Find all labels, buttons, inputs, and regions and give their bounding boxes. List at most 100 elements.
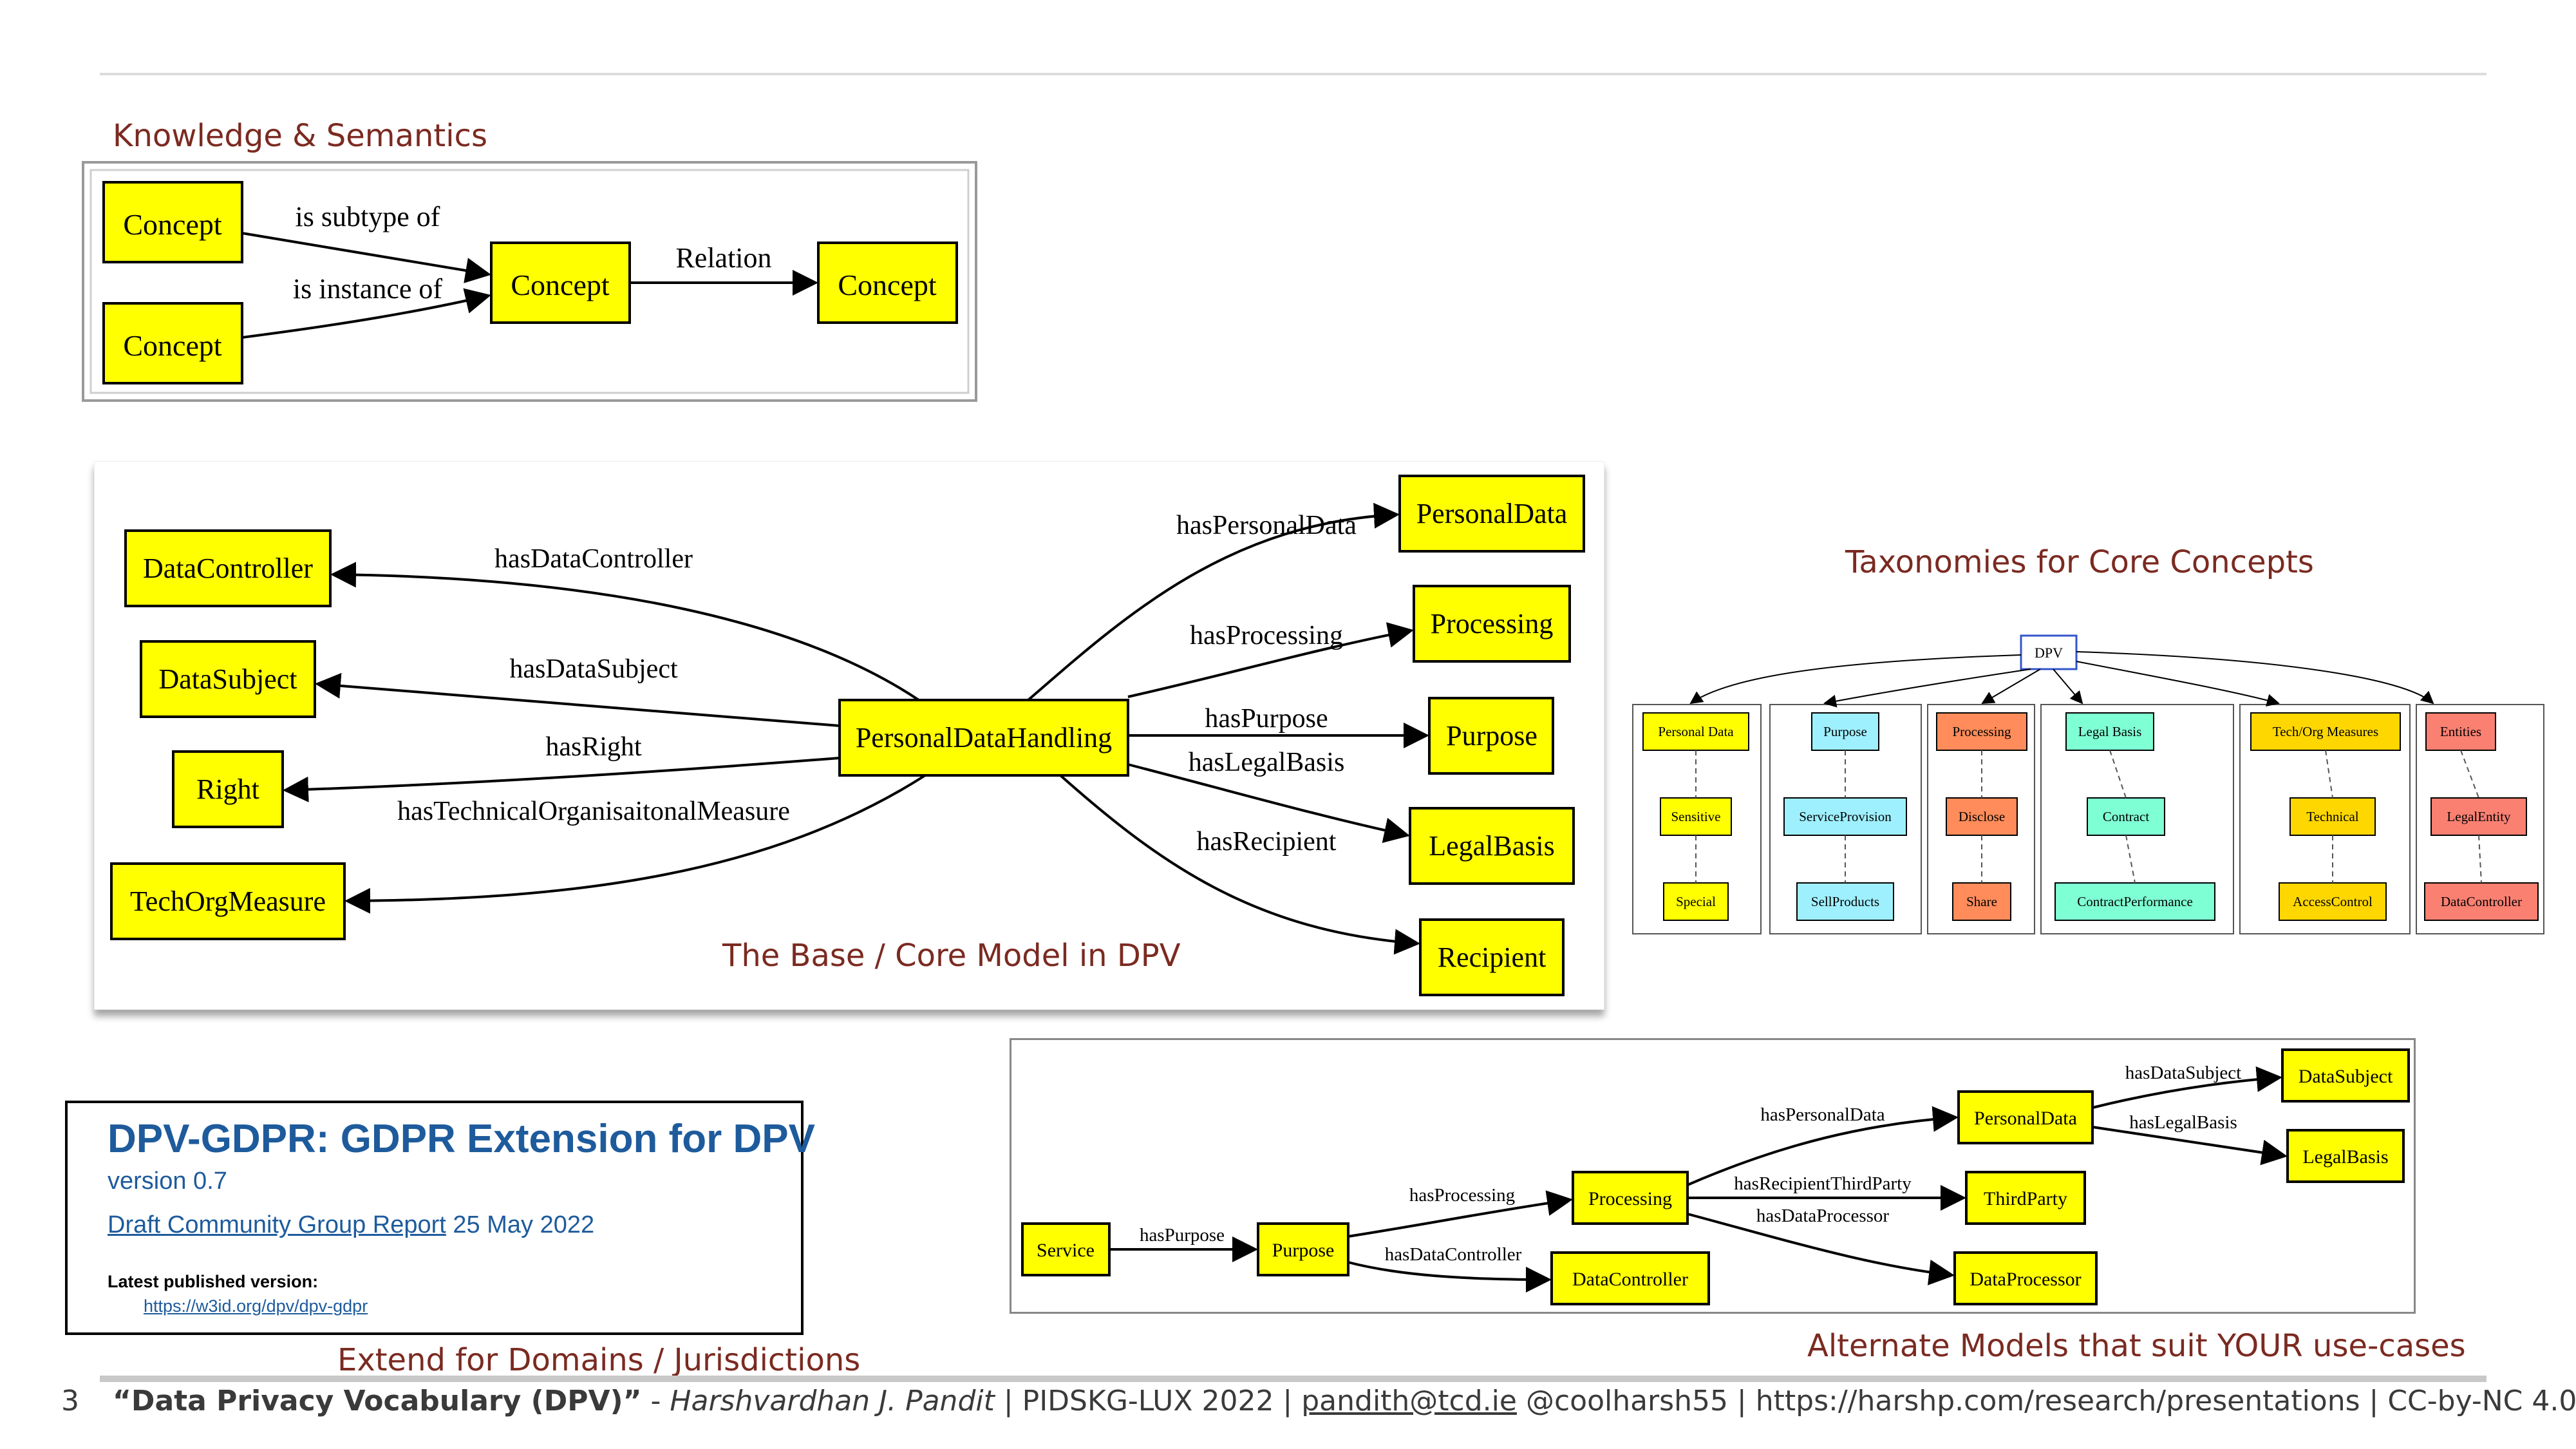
alt-edge-hasprocessing: [1348, 1190, 1573, 1238]
edge-hasprocessing: [1127, 622, 1414, 698]
datasubject-label: DataSubject: [158, 663, 297, 695]
alt-label-hasprocessing: hasProcessing: [1409, 1185, 1515, 1206]
legalbasis-node: [1409, 807, 1575, 885]
tax-edge: [1823, 668, 2031, 708]
alt-personaldata-label: PersonalData: [1974, 1108, 2077, 1129]
tax-dash-edge: [2109, 750, 2136, 884]
footer-author: Harshvardhan J. Pandit: [670, 1385, 995, 1417]
datacontroller-label: DataController: [143, 553, 313, 584]
tax-col-frame: [1769, 704, 1922, 934]
tax-edge: [2076, 651, 2434, 705]
processing-label: Processing: [1431, 608, 1554, 639]
alt-label-haspurpose: hasPurpose: [1140, 1225, 1225, 1245]
alt-datacontroller-label: DataController: [1572, 1269, 1688, 1290]
gdpr-draft-link[interactable]: Draft Community Group Report: [108, 1211, 446, 1238]
footer-title: “Data Privacy Vocabulary (DPV)”: [113, 1385, 642, 1417]
center-label: PersonalDataHandling: [856, 722, 1112, 753]
alt-edge-haslegalbasis: [2092, 1126, 2288, 1166]
knowledge-panel: Concept Concept Concept Concept is subty…: [82, 161, 977, 402]
purpose-node: [1428, 697, 1554, 775]
tax-mid-node: [1783, 797, 1907, 836]
alt-edge-hasdatasubject: [2092, 1066, 2282, 1109]
top-divider: [100, 73, 2487, 75]
alt-dataprocessor-label: DataProcessor: [1970, 1269, 2081, 1290]
instance-edge: [241, 288, 491, 339]
tax-mid-label: Sensitive: [1671, 809, 1721, 824]
tax-edge: [1981, 668, 2041, 705]
concept-label: Concept: [123, 329, 222, 362]
right-label: Right: [196, 773, 259, 805]
edge-haslegalbasis: [1127, 763, 1410, 843]
tax-col-frame: [2040, 704, 2234, 934]
alt-label-hasdatacontroller: hasDataController: [1385, 1244, 1522, 1265]
tax-mid-label: ServiceProvision: [1799, 809, 1892, 824]
alt-purpose-label: Purpose: [1272, 1240, 1335, 1261]
label-hasdatacontroller: hasDataController: [494, 544, 693, 574]
concept-node: [817, 242, 958, 324]
instance-label: is instance of: [293, 273, 443, 305]
tax-mid-label: Technical: [2306, 809, 2358, 824]
tax-edge: [2076, 661, 2280, 707]
alt-edge-hasdatacontroller: [1348, 1261, 1552, 1293]
tax-head-label: Purpose: [1823, 724, 1867, 739]
alt-label-haspersonaldata: hasPersonalData: [1760, 1104, 1885, 1125]
tax-col-frame: [2239, 704, 2411, 934]
alt-label-hasrecipientthirdparty: hasRecipientThirdParty: [1734, 1173, 1912, 1194]
alt-thirdparty-label: ThirdParty: [1984, 1188, 2067, 1209]
taxonomy-panel: DPV Personal Data Sensitive Special Purp…: [1631, 632, 2546, 935]
recipient-label: Recipient: [1438, 942, 1547, 973]
edge-hasdatasubject: [315, 672, 840, 727]
tax-col-frame: [2416, 704, 2544, 934]
label-haspersonaldata: hasPersonalData: [1176, 511, 1357, 540]
footer-email-link[interactable]: pandith@tcd.ie: [1301, 1385, 1517, 1417]
tax-leaf-node: [2424, 882, 2539, 921]
legalbasis-label: LegalBasis: [1429, 830, 1555, 862]
edge-hasrecipient: [1059, 774, 1420, 955]
tax-leaf-label: ContractPerformance: [2077, 894, 2193, 909]
label-haslegalbasis: hasLegalBasis: [1189, 748, 1345, 777]
alt-datasubject-label: DataSubject: [2299, 1066, 2393, 1087]
core-model-diagram: PersonalDataHandling DataController Data…: [110, 475, 1585, 996]
subtype-edge: [241, 232, 491, 283]
tax-head-node: [2065, 712, 2154, 751]
gdpr-heading: DPV-GDPR: GDPR Extension for DPV: [108, 1117, 815, 1161]
subtype-label: is subtype of: [296, 201, 440, 232]
tax-edge: [2053, 668, 2083, 705]
taxonomy-diagram: DPV Personal Data Sensitive Special Purp…: [1632, 634, 2544, 934]
tax-leaf-label: Share: [1966, 894, 1997, 909]
label-hasright: hasRight: [545, 732, 642, 762]
alt-legalbasis-label: LegalBasis: [2302, 1146, 2388, 1168]
center-node: [838, 699, 1129, 777]
label-haspurpose: hasPurpose: [1205, 704, 1328, 734]
alternate-caption: Alternate Models that suit YOUR use-case…: [1807, 1328, 2466, 1364]
tax-mid-label: Disclose: [1959, 809, 2005, 824]
personaldata-node: [1398, 475, 1585, 553]
gdpr-draft-date: 25 May 2022: [446, 1211, 595, 1238]
tax-head-node: [1936, 712, 2027, 751]
dpv-root-node: [2020, 634, 2078, 670]
edge-hastechorgmeasure: [344, 774, 926, 914]
taxonomy-title: Taxonomies for Core Concepts: [1845, 544, 2314, 580]
concept-label: Concept: [511, 269, 610, 301]
tax-leaf-label: Special: [1676, 894, 1716, 909]
alternate-diagram: Service Purpose Processing DataControlle…: [1021, 1048, 2410, 1305]
concept-node: [102, 302, 243, 384]
alt-service-label: Service: [1037, 1240, 1095, 1261]
alt-datacontroller-node: [1550, 1251, 1710, 1305]
gdpr-version: version 0.7: [108, 1168, 227, 1195]
footer-rest: @coolharsh55 | https://harshp.com/resear…: [1516, 1385, 2576, 1417]
footer-event: | PIDSKG-LUX 2022 |: [994, 1385, 1302, 1417]
tax-mid-node: [1660, 797, 1732, 836]
tax-leaf-label: SellProducts: [1811, 894, 1879, 909]
edge-haspersonaldata: [1027, 502, 1400, 701]
tax-edge: [1689, 654, 2022, 705]
footer-divider: [100, 1376, 2487, 1382]
concept-node: [102, 181, 243, 263]
gdpr-latest-url[interactable]: https://w3id.org/dpv/dpv-gdpr: [144, 1296, 368, 1316]
relation-label: Relation: [675, 242, 771, 274]
tax-leaf-label: AccessControl: [2293, 894, 2373, 909]
tax-leaf-node: [2279, 882, 2387, 921]
label-hasrecipient: hasRecipient: [1197, 827, 1337, 857]
footer-separator: -: [641, 1385, 670, 1417]
alt-processing-label: Processing: [1588, 1188, 1672, 1209]
